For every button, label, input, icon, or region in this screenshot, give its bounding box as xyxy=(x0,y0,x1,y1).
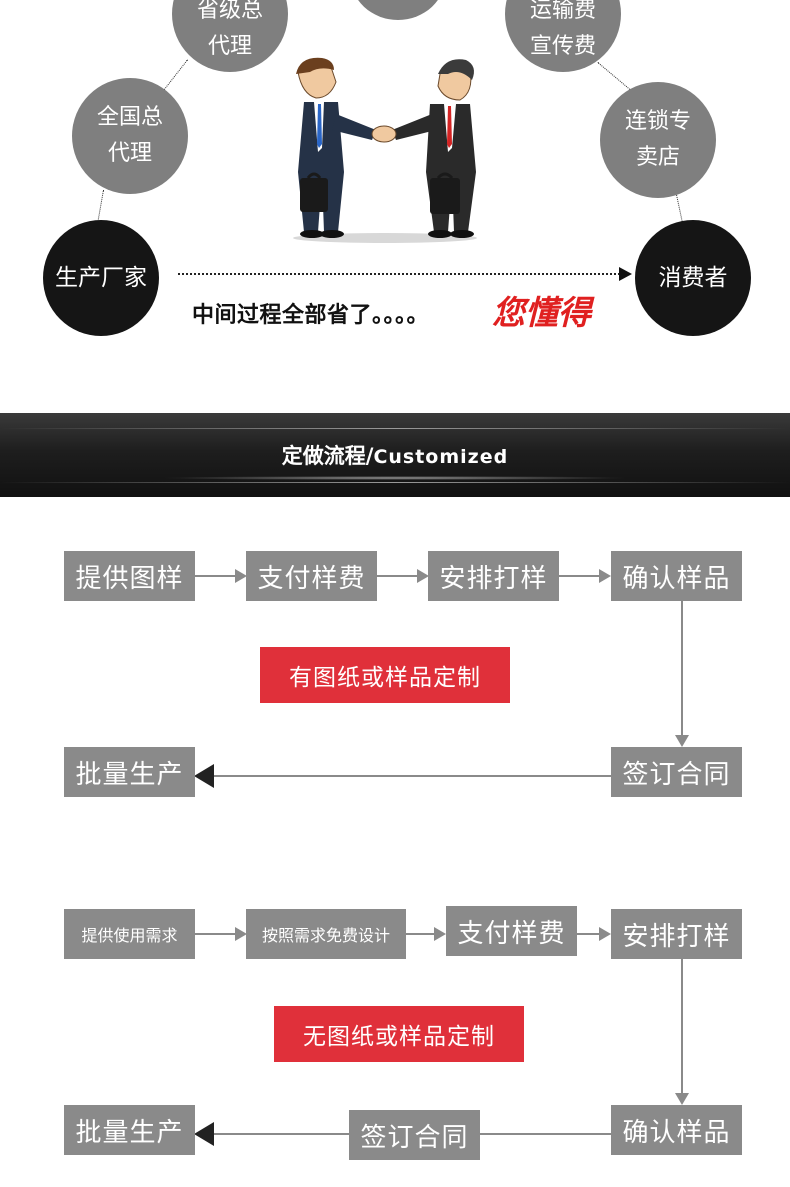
section-title-separator: / xyxy=(365,444,374,468)
node-top-center xyxy=(350,0,446,20)
flow-a-step-pay-sample-fee: 支付样费 xyxy=(246,551,377,601)
node-label: 消费者 xyxy=(658,265,728,291)
section-title-cn: 定做流程 xyxy=(281,444,366,468)
flow-b-step-pay-sample-fee: 支付样费 xyxy=(446,906,577,956)
flow-a-label: 有图纸或样品定制 xyxy=(260,647,510,703)
flow-connector xyxy=(212,775,611,777)
arrow-right-icon xyxy=(235,927,247,941)
handshake-icon xyxy=(371,125,397,143)
flow-connector xyxy=(195,933,235,935)
arrow-right-icon xyxy=(619,267,632,281)
band-divider xyxy=(0,428,790,429)
flow-b-step-mass-production: 批量生产 xyxy=(64,1105,195,1155)
flow-b-label: 无图纸或样品定制 xyxy=(274,1006,524,1062)
chain-arrow-line xyxy=(178,273,620,275)
flow-a-step-provide-drawing: 提供图样 xyxy=(64,551,195,601)
flow-connector xyxy=(577,933,599,935)
tagline-emphasis: 您懂得 xyxy=(492,293,591,332)
node-manufacturer: 生产厂家 xyxy=(43,220,159,336)
flow-b-step-arrange-sample: 安排打样 xyxy=(611,909,742,959)
arrow-right-icon xyxy=(235,569,247,583)
flow-a-step-confirm-sample: 确认样品 xyxy=(611,551,742,601)
flow-a-step-arrange-sample: 安排打样 xyxy=(428,551,559,601)
node-label: 连锁专 卖店 xyxy=(624,109,691,170)
flow-b-step-confirm-sample: 确认样品 xyxy=(611,1105,742,1155)
handshake-illustration xyxy=(293,57,477,243)
arrow-down-icon xyxy=(675,1093,689,1105)
flow-connector xyxy=(377,575,417,577)
node-national-agent: 全国总 代理 xyxy=(72,78,188,194)
flow-connector xyxy=(681,601,683,737)
flow-connector xyxy=(195,575,235,577)
node-label: 全国总 代理 xyxy=(96,105,163,166)
node-chain-store: 连锁专 卖店 xyxy=(600,82,716,198)
arrow-down-icon xyxy=(675,735,689,747)
arrow-left-icon xyxy=(194,1122,214,1146)
flow-b-step-free-design: 按照需求免费设计 xyxy=(246,909,406,959)
businessman-left-icon xyxy=(296,57,376,238)
node-consumer: 消费者 xyxy=(635,220,751,336)
arrow-right-icon xyxy=(599,927,611,941)
node-shipping-fee: 运输费 宣传费 xyxy=(505,0,621,72)
flow-b-step-provide-requirements: 提供使用需求 xyxy=(64,909,195,959)
node-label: 生产厂家 xyxy=(55,265,147,291)
node-label: 运输费 宣传费 xyxy=(529,0,596,59)
band-divider xyxy=(0,482,790,483)
node-label: 省级总 代理 xyxy=(196,0,263,59)
section-title: 定做流程/Customized xyxy=(0,440,790,470)
businessman-right-icon xyxy=(392,59,476,238)
flow-connector xyxy=(681,959,683,1095)
node-provincial-agent: 省级总 代理 xyxy=(172,0,288,72)
section-title-en: Customized xyxy=(373,446,509,468)
flow-connector xyxy=(480,1133,611,1135)
flow-connector xyxy=(406,933,434,935)
arrow-right-icon xyxy=(417,569,429,583)
tagline: 中间过程全部省了。。。。 xyxy=(192,303,430,328)
flow-a-step-sign-contract: 签订合同 xyxy=(611,747,742,797)
section-header-band xyxy=(0,413,790,497)
flow-connector xyxy=(212,1133,349,1135)
connector-line xyxy=(597,62,634,93)
flow-connector xyxy=(559,575,599,577)
band-glow xyxy=(160,476,630,480)
arrow-right-icon xyxy=(434,927,446,941)
arrow-left-icon xyxy=(194,764,214,788)
arrow-right-icon xyxy=(599,569,611,583)
flow-a-step-mass-production: 批量生产 xyxy=(64,747,195,797)
flow-b-step-sign-contract: 签订合同 xyxy=(349,1110,480,1160)
